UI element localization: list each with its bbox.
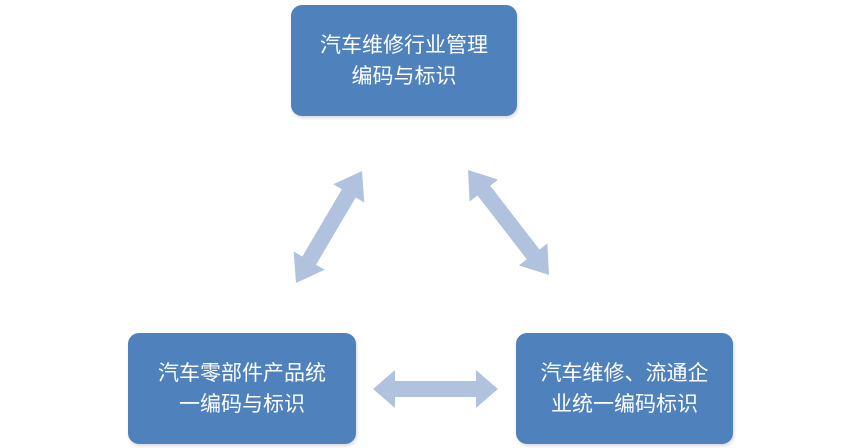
node-top-line-2: 编码与标识 <box>351 63 457 88</box>
node-right-line-1: 汽车维修、流通企 <box>540 360 709 385</box>
node-vehicle-repair-industry-management-coding: 汽车维修行业管理 编码与标识 <box>291 5 517 116</box>
arrow-top-to-bottom-left-icon <box>293 171 365 283</box>
node-repair-distribution-enterprise-coding: 汽车维修、流通企 业统一编码标识 <box>516 333 733 444</box>
node-right-line-2: 业统一编码标识 <box>551 391 698 416</box>
node-left-line-1: 汽车零部件产品统 <box>158 360 326 385</box>
node-top-line-1: 汽车维修行业管理 <box>320 32 488 57</box>
arrow-top-to-bottom-right-icon <box>468 170 549 275</box>
node-left-line-2: 一编码与标识 <box>179 391 305 416</box>
node-auto-parts-unified-coding: 汽车零部件产品统 一编码与标识 <box>128 333 356 444</box>
arrow-bottom-left-to-bottom-right-icon <box>373 370 498 408</box>
